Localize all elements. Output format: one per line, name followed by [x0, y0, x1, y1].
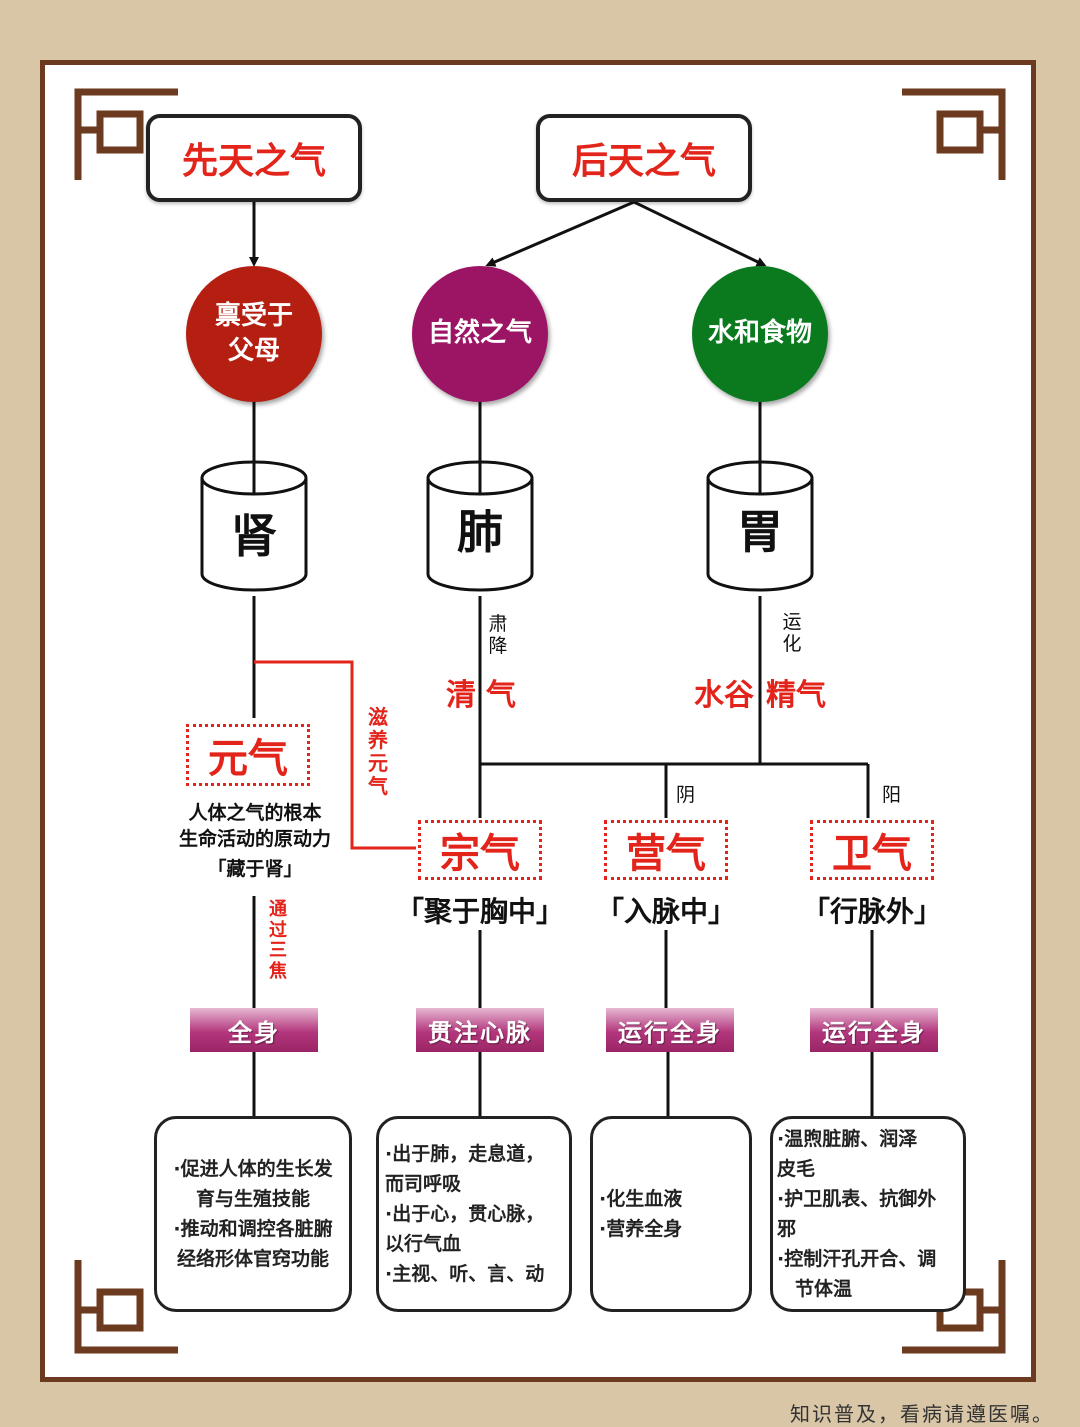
corner-fret-ornament-icon — [74, 88, 178, 180]
band-zongqi: 贯注心脉 — [416, 1008, 544, 1052]
organ-kidney: 肾 — [231, 509, 277, 563]
qi-box-zongqi: 宗气 — [418, 820, 542, 880]
label-tongguo-sanjiao: 通过三焦 — [269, 899, 287, 983]
footer-disclaimer: 知识普及，看病请遵医嘱。 — [790, 1402, 1054, 1426]
product-jingqi: 精气 — [766, 678, 826, 713]
band-yingqi: 运行全身 — [606, 1008, 734, 1052]
location-weiqi: 「行脉外」 — [801, 895, 942, 928]
desc-line: 育与生殖技能 — [195, 1188, 310, 1210]
desc-box-weiqi: ·温煦脏腑、润泽 皮毛 ·护卫肌表、抗御外 邪 ·控制汗孔开合、调 节体温 — [770, 1116, 966, 1312]
location-yingqi: 「入脉中」 — [595, 895, 736, 928]
desc-line: 皮毛 — [777, 1158, 816, 1180]
desc-line: 节体温 — [795, 1278, 853, 1300]
yuanqi-description: 人体之气的根本 生命活动的原动力 「藏于肾」 — [160, 800, 350, 882]
qi-box-yingqi: 营气 — [604, 820, 728, 880]
desc-line: ·出于心，贯心脉， — [385, 1203, 545, 1225]
band-yuanqi: 全身 — [190, 1008, 318, 1052]
product-qing-qi: 气 — [486, 678, 516, 713]
qi-box-yuanqi: 元气 — [186, 724, 310, 786]
corner-fret-ornament-icon — [74, 1260, 178, 1354]
organ-lung: 肺 — [457, 505, 503, 559]
title-xiantian: 先天之气 — [146, 114, 362, 202]
band-weiqi: 运行全身 — [810, 1008, 938, 1052]
desc-line: ·出于肺，走息道， — [385, 1143, 545, 1165]
desc-box-zongqi: ·出于肺，走息道， 而司呼吸 ·出于心，贯心脉， 以行气血 ·主视、听、言、动 — [376, 1116, 572, 1312]
product-shuigu: 水谷 — [694, 678, 754, 713]
location-zongqi: 「聚于胸中」 — [395, 895, 564, 928]
label-yang: 阳 — [882, 784, 902, 806]
organ-stomach: 胃 — [737, 505, 783, 559]
desc-box-yuanqi: ·促进人体的生长发 育与生殖技能 ·推动和调控各脏腑 经络形体官窍功能 — [154, 1116, 352, 1312]
desc-box-yingqi: ·化生血液 ·营养全身 — [590, 1116, 752, 1312]
desc-line: ·推动和调控各脏腑 — [173, 1218, 333, 1240]
desc-line: ·温煦脏腑、润泽 — [777, 1128, 918, 1150]
desc-line: ·化生血液 — [599, 1188, 683, 1210]
corner-fret-ornament-icon — [902, 88, 1006, 180]
yuanqi-line1: 人体之气的根本 — [188, 802, 322, 824]
label-yunhua: 运化 — [782, 611, 802, 655]
desc-line: ·主视、听、言、动 — [385, 1263, 545, 1285]
label-ziyang-yuanqi: 滋养元气 — [368, 705, 388, 798]
jar-stomach — [706, 460, 814, 592]
circle-parents: 禀受于 父母 — [186, 266, 322, 402]
label-sujiang: 肃降 — [488, 613, 508, 657]
nourish-path — [254, 660, 416, 850]
yuanqi-line3: 「藏于肾」 — [207, 858, 303, 880]
product-qing: 清 — [446, 678, 476, 713]
label-yin: 阴 — [676, 784, 696, 806]
desc-line: 邪 — [777, 1218, 797, 1240]
desc-line: ·控制汗孔开合、调 — [777, 1248, 937, 1270]
qi-box-weiqi: 卫气 — [810, 820, 934, 880]
circle-water-food: 水和食物 — [692, 266, 828, 402]
circle-natural-qi: 自然之气 — [412, 266, 548, 402]
desc-line: 而司呼吸 — [385, 1173, 462, 1195]
desc-line: ·护卫肌表、抗御外 — [777, 1188, 937, 1210]
desc-line: ·营养全身 — [599, 1218, 683, 1240]
desc-line: 经络形体官窍功能 — [176, 1248, 329, 1270]
title-houtian: 后天之气 — [536, 114, 752, 202]
desc-line: ·促进人体的生长发 — [173, 1158, 333, 1180]
yuanqi-line2: 生命活动的原动力 — [178, 828, 331, 850]
desc-line: 以行气血 — [385, 1233, 462, 1255]
